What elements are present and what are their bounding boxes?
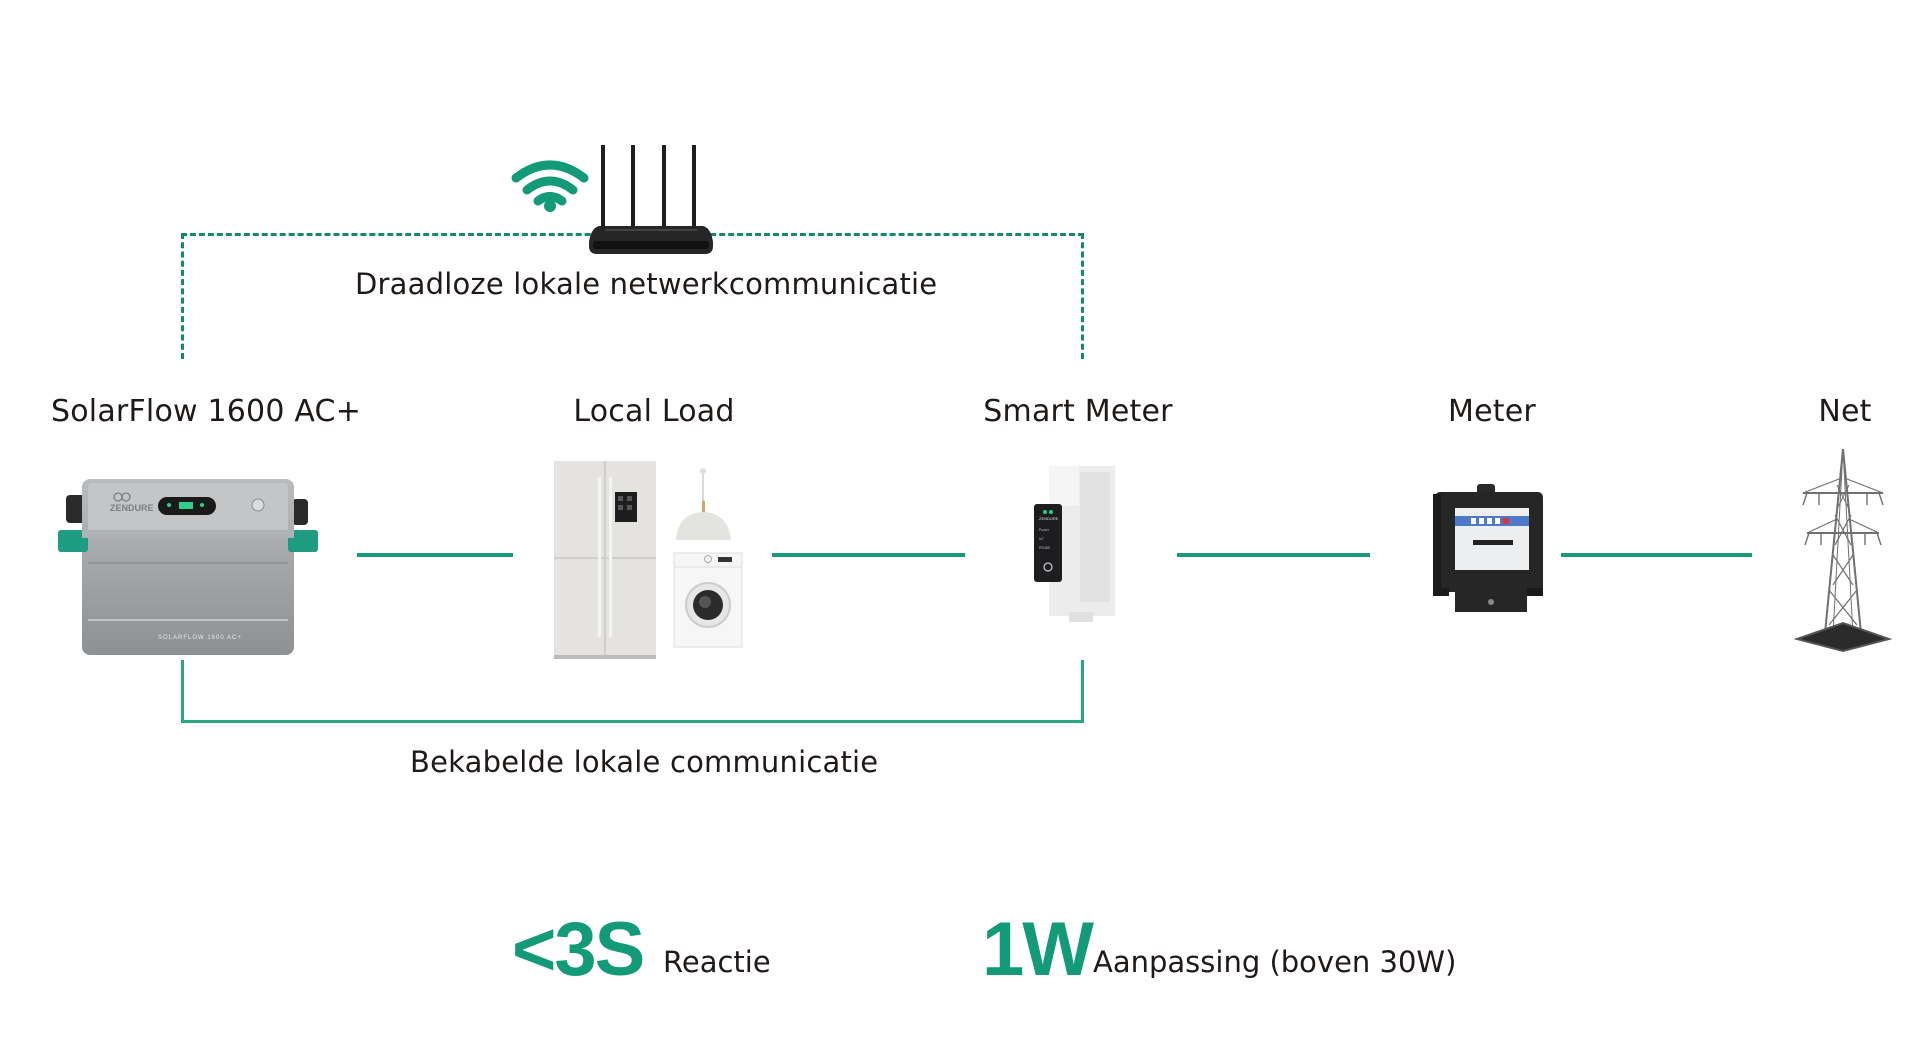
wireless-communication-label: Draadloze lokale netwerkcommunicatie [355,267,938,301]
connector-load-to-smart-meter [772,553,965,557]
stat-response-value: <3S [512,907,645,992]
node-label-local-load: Local Load [573,394,735,429]
appliances-icon [548,455,754,665]
svg-text:ZENDURE: ZENDURE [110,503,154,513]
wired-link-right-line [1081,660,1084,723]
node-label-solarflow: SolarFlow 1600 AC+ [51,394,362,429]
connector-solarflow-to-load [357,553,513,557]
svg-text:IoT: IoT [1039,537,1045,541]
router-icon [585,142,717,258]
electricity-meter-icon [1425,480,1551,630]
svg-text:ZENDURE: ZENDURE [1039,516,1059,521]
node-label-smart-meter: Smart Meter [983,394,1173,429]
wireless-link-left-line [181,233,184,359]
smart-meter-icon: ZENDURE Power IoT RS485 [1025,462,1125,627]
stat-adjustment-value: 1W [982,907,1094,992]
battery-unit-icon: ZENDURE SOLARFLOW 1600 AC+ [58,475,318,660]
svg-text:RS485: RS485 [1039,546,1050,550]
svg-text:SOLARFLOW 1600 AC+: SOLARFLOW 1600 AC+ [158,635,242,641]
svg-text:Power: Power [1039,528,1050,532]
wired-communication-label: Bekabelde lokale communicatie [410,745,879,779]
power-pylon-icon [1783,445,1903,655]
stat-adjustment-caption: Aanpassing (boven 30W) [1093,945,1457,979]
stat-response-caption: Reactie [663,945,771,979]
connector-smart-meter-to-meter [1177,553,1370,557]
connector-meter-to-net [1561,553,1752,557]
node-label-meter: Meter [1448,394,1536,429]
wired-link-bottom-line [181,720,1084,723]
wireless-link-right-line [1081,233,1084,359]
wifi-icon [510,152,590,214]
node-label-net: Net [1818,394,1872,429]
wired-link-left-line [181,660,184,723]
